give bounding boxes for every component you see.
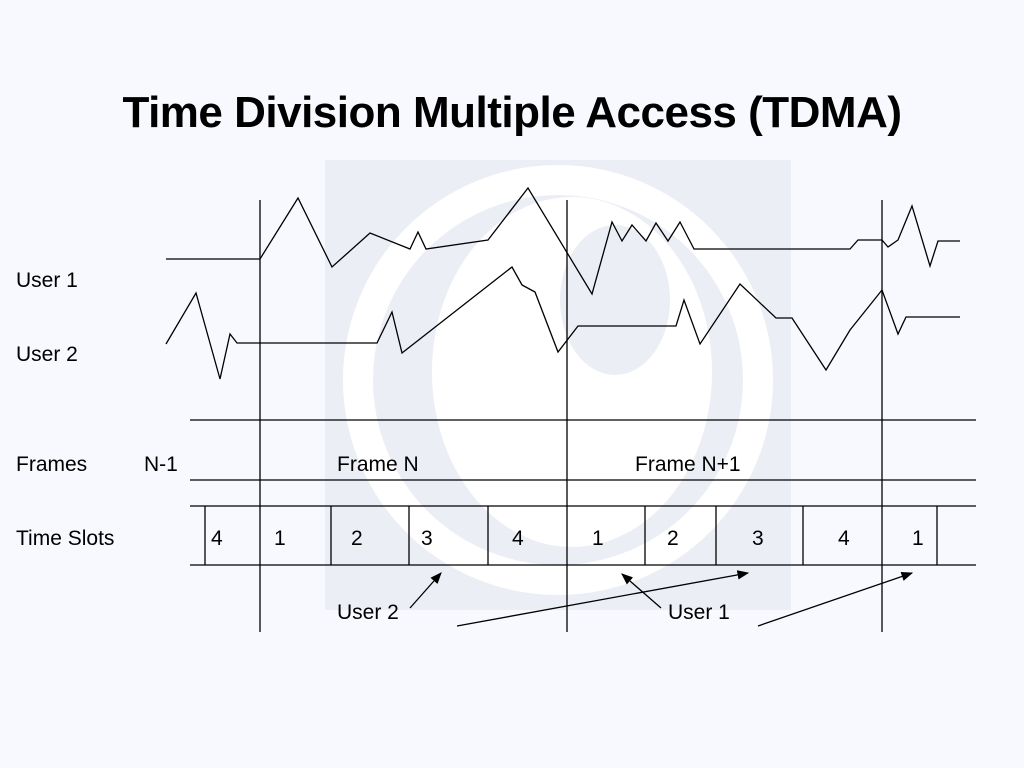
watermark-logo — [325, 160, 791, 610]
row-label-user1: User 1 — [16, 269, 78, 292]
frame-boundaries — [259, 200, 883, 632]
annotation-user1: User 1 — [668, 601, 730, 624]
slot-number: 3 — [752, 527, 764, 550]
slot-number: 4 — [211, 527, 223, 550]
annotation-arrows — [409, 570, 914, 627]
time-slots-band — [190, 505, 976, 566]
frame-label-next: Frame N+1 — [635, 453, 741, 476]
annotation-user2: User 2 — [337, 601, 399, 624]
slide-title: Time Division Multiple Access (TDMA) — [122, 88, 902, 137]
arrow-user2-slot3 — [409, 572, 442, 609]
slot-number: 1 — [912, 527, 924, 550]
slot-number: 4 — [512, 527, 524, 550]
slot-number: 3 — [421, 527, 433, 550]
user2-signal — [165, 266, 960, 380]
row-label-user2: User 2 — [16, 343, 78, 366]
slot-number: 2 — [351, 527, 363, 550]
row-label-frames: Frames — [16, 453, 88, 476]
frame-label-prev: N-1 — [144, 453, 178, 476]
frames-band — [190, 419, 976, 481]
slot-number: 2 — [667, 527, 679, 550]
row-label-time-slots: Time Slots — [16, 527, 115, 550]
arrow-user2-slot3b — [456, 570, 750, 627]
user1-signal — [166, 186, 960, 296]
arrow-user1-slot1 — [621, 573, 662, 609]
slot-number: 4 — [838, 527, 850, 550]
arrow-user1-slot1b — [757, 572, 914, 627]
slot-number: 1 — [592, 527, 604, 550]
slot-number: 1 — [274, 527, 286, 550]
frame-label-current: Frame N — [337, 453, 419, 476]
